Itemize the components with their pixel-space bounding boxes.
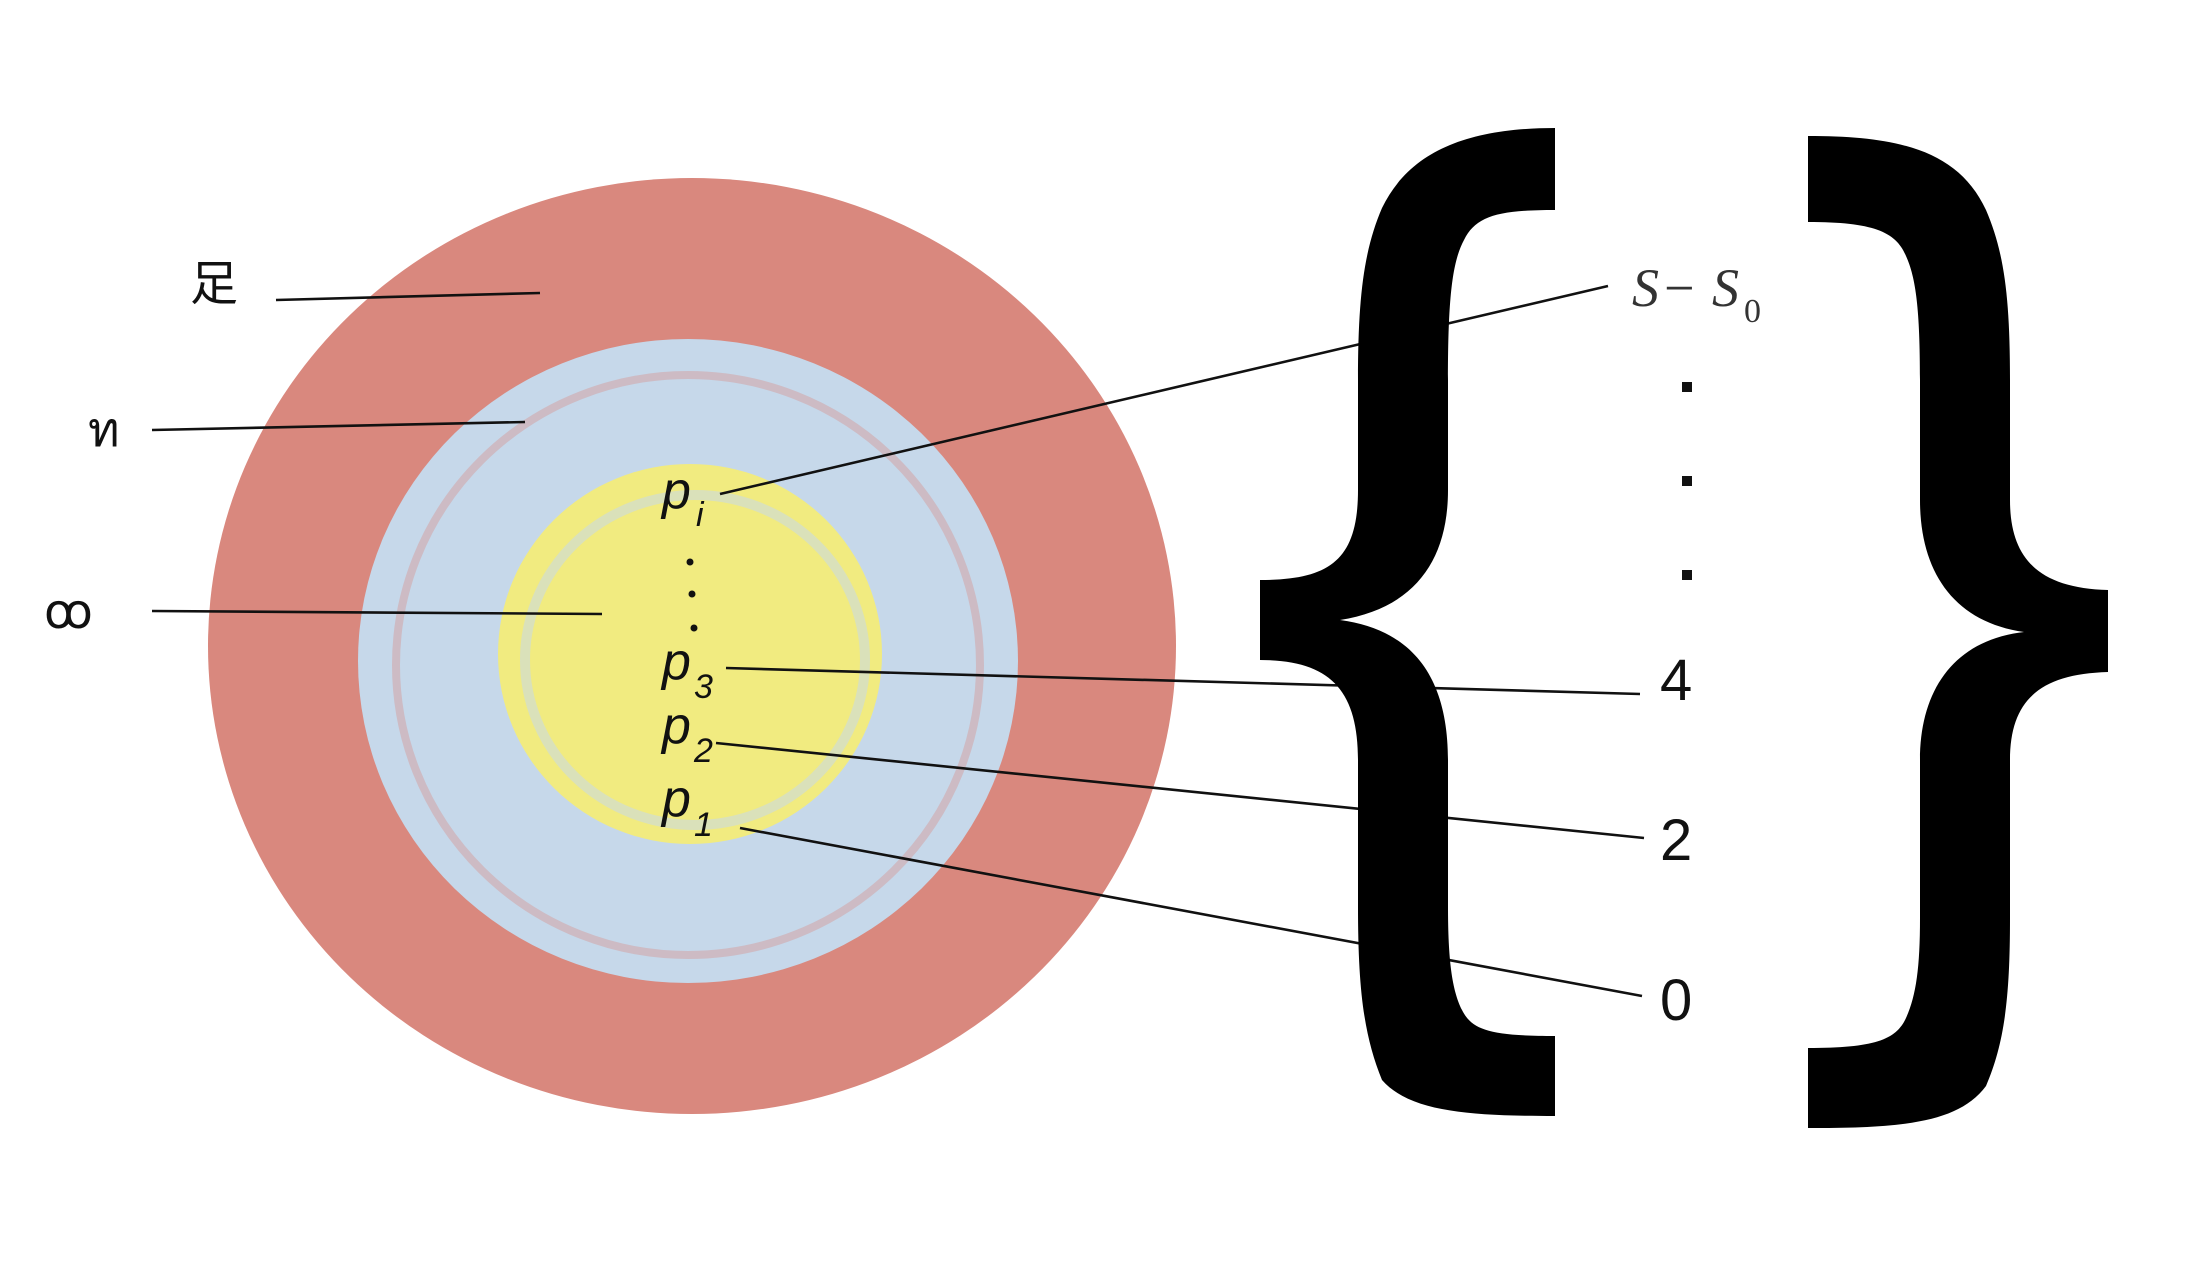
formula-s-minus-s0: S − S 0 [1632,258,1761,330]
inner-dot-2 [688,590,696,598]
middle-ring-label: ท [88,402,120,458]
p3-base: p [660,633,691,691]
p2-base: p [660,697,691,755]
inner-disk-rim [520,490,870,830]
p2-sub: 2 [693,732,713,770]
formula-minus: − [1664,258,1694,318]
formula-s1: S [1632,258,1659,318]
right-brace [1808,136,2108,1128]
point-p2: p 2 [660,697,713,770]
value-four: 4 [1660,648,1692,713]
concentric-rings [208,178,1176,1114]
inner-dot-3 [690,624,698,632]
pi-base: p [660,462,691,520]
p2-to-two-line [715,741,1645,840]
pi-sub: i [696,496,705,534]
inner-ring-label: ꝏ [44,584,93,640]
right-dot-3 [1682,570,1692,580]
point-p1: p 1 [660,770,713,844]
pi-to-formula-line [719,284,1609,496]
value-zero: 0 [1660,968,1692,1033]
p3-sub: 3 [694,668,713,706]
point-pi: p i [660,462,705,534]
point-p3: p 3 [660,633,713,706]
p1-base: p [660,770,691,828]
leader-lines [151,284,1645,998]
outer-ring-label: 足 [190,256,238,312]
value-two: 2 [1660,808,1692,873]
inner-dot-1 [686,558,694,566]
inner-disk-leader [151,609,603,616]
vertical-dots-inner [686,558,698,632]
vertical-dots-right [1682,382,1692,580]
p1-to-zero-line [739,826,1643,998]
right-dot-1 [1682,382,1692,392]
left-brace [1260,128,1555,1116]
middle-ring-inner-rim [392,371,984,959]
middle-ring-leader [151,420,526,432]
right-dot-2 [1682,476,1692,486]
formula-s2: S [1712,258,1739,318]
outer-ring-leader [275,291,541,302]
p3-to-four-line [725,666,1641,696]
formula-sub0: 0 [1744,293,1761,330]
p1-sub: 1 [694,806,713,844]
